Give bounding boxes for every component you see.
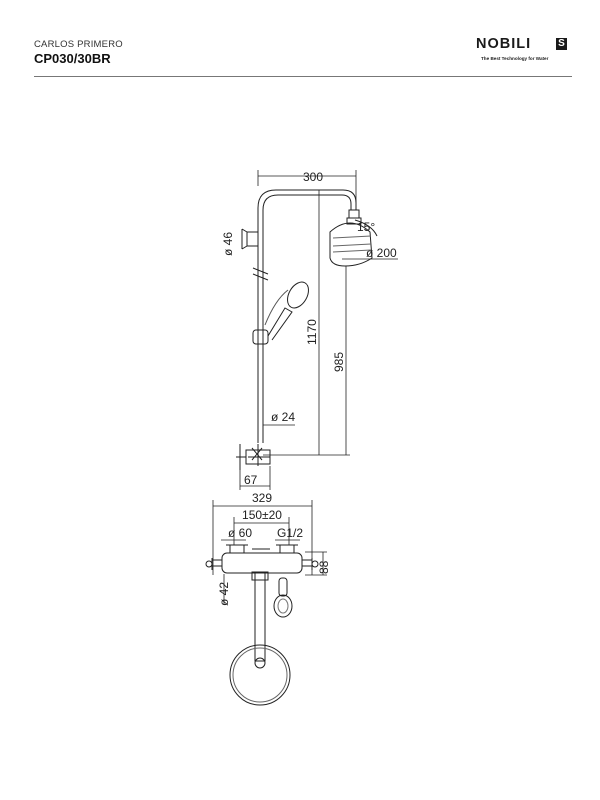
slider [252,329,269,345]
dim-centre-distance: 150±20 [242,508,282,522]
wall-bracket [246,231,259,247]
mixer-bar [221,552,303,574]
right-connector [302,558,313,570]
shower-column [257,189,357,443]
brand-tagline: The Best Technology for Water [481,56,549,61]
top-view [205,500,327,706]
column-pipe-plan [254,572,266,662]
logo-mark: S [556,38,567,50]
hand-shower-plan [273,594,293,618]
dimension-labels: 300 15° ø 200 ø 46 1170 985 ø 24 67 329 … [217,170,397,606]
dim-head-height: 985 [332,352,346,372]
dim-overall-width: 329 [252,491,272,505]
dim-bracket-diameter: ø 46 [221,232,235,256]
dim-tilt-angle: 15° [357,220,375,234]
hand-shower-handle [267,307,293,341]
cold-handle [229,544,245,554]
hand-shower-head [287,281,309,309]
header-divider [34,76,572,77]
mixer-handle [248,444,270,466]
dim-thread: G1/2 [277,526,303,540]
shower-head-plan [229,644,291,706]
dim-pipe-diameter: ø 24 [271,410,295,424]
product-series: CARLOS PRIMERO [34,39,123,50]
page-header: CARLOS PRIMERO CP030/30BR NOBILI S The B… [0,0,600,80]
dim-body-depth: 88 [317,560,331,574]
angle-arc [354,219,378,237]
logo-wordmark: NOBILI [476,36,532,52]
dim-column-height: 1170 [305,319,319,345]
brand-logo: NOBILI S The Best Technology for Water [476,36,571,66]
dim-head-diameter: ø 200 [366,246,397,260]
hot-handle [279,544,295,554]
break-mark [252,267,269,281]
shower-column-inner [262,194,352,443]
dim-mixer-depth: 67 [244,473,258,487]
shower-head [329,222,373,267]
dim-handle-diameter: ø 60 [228,526,252,540]
left-connector [211,558,222,570]
product-code: CP030/30BR [34,51,111,66]
side-view [236,170,398,490]
head-connector [348,209,360,219]
dim-arm-length: 300 [303,170,323,184]
dim-body-diameter: ø 42 [217,582,231,606]
